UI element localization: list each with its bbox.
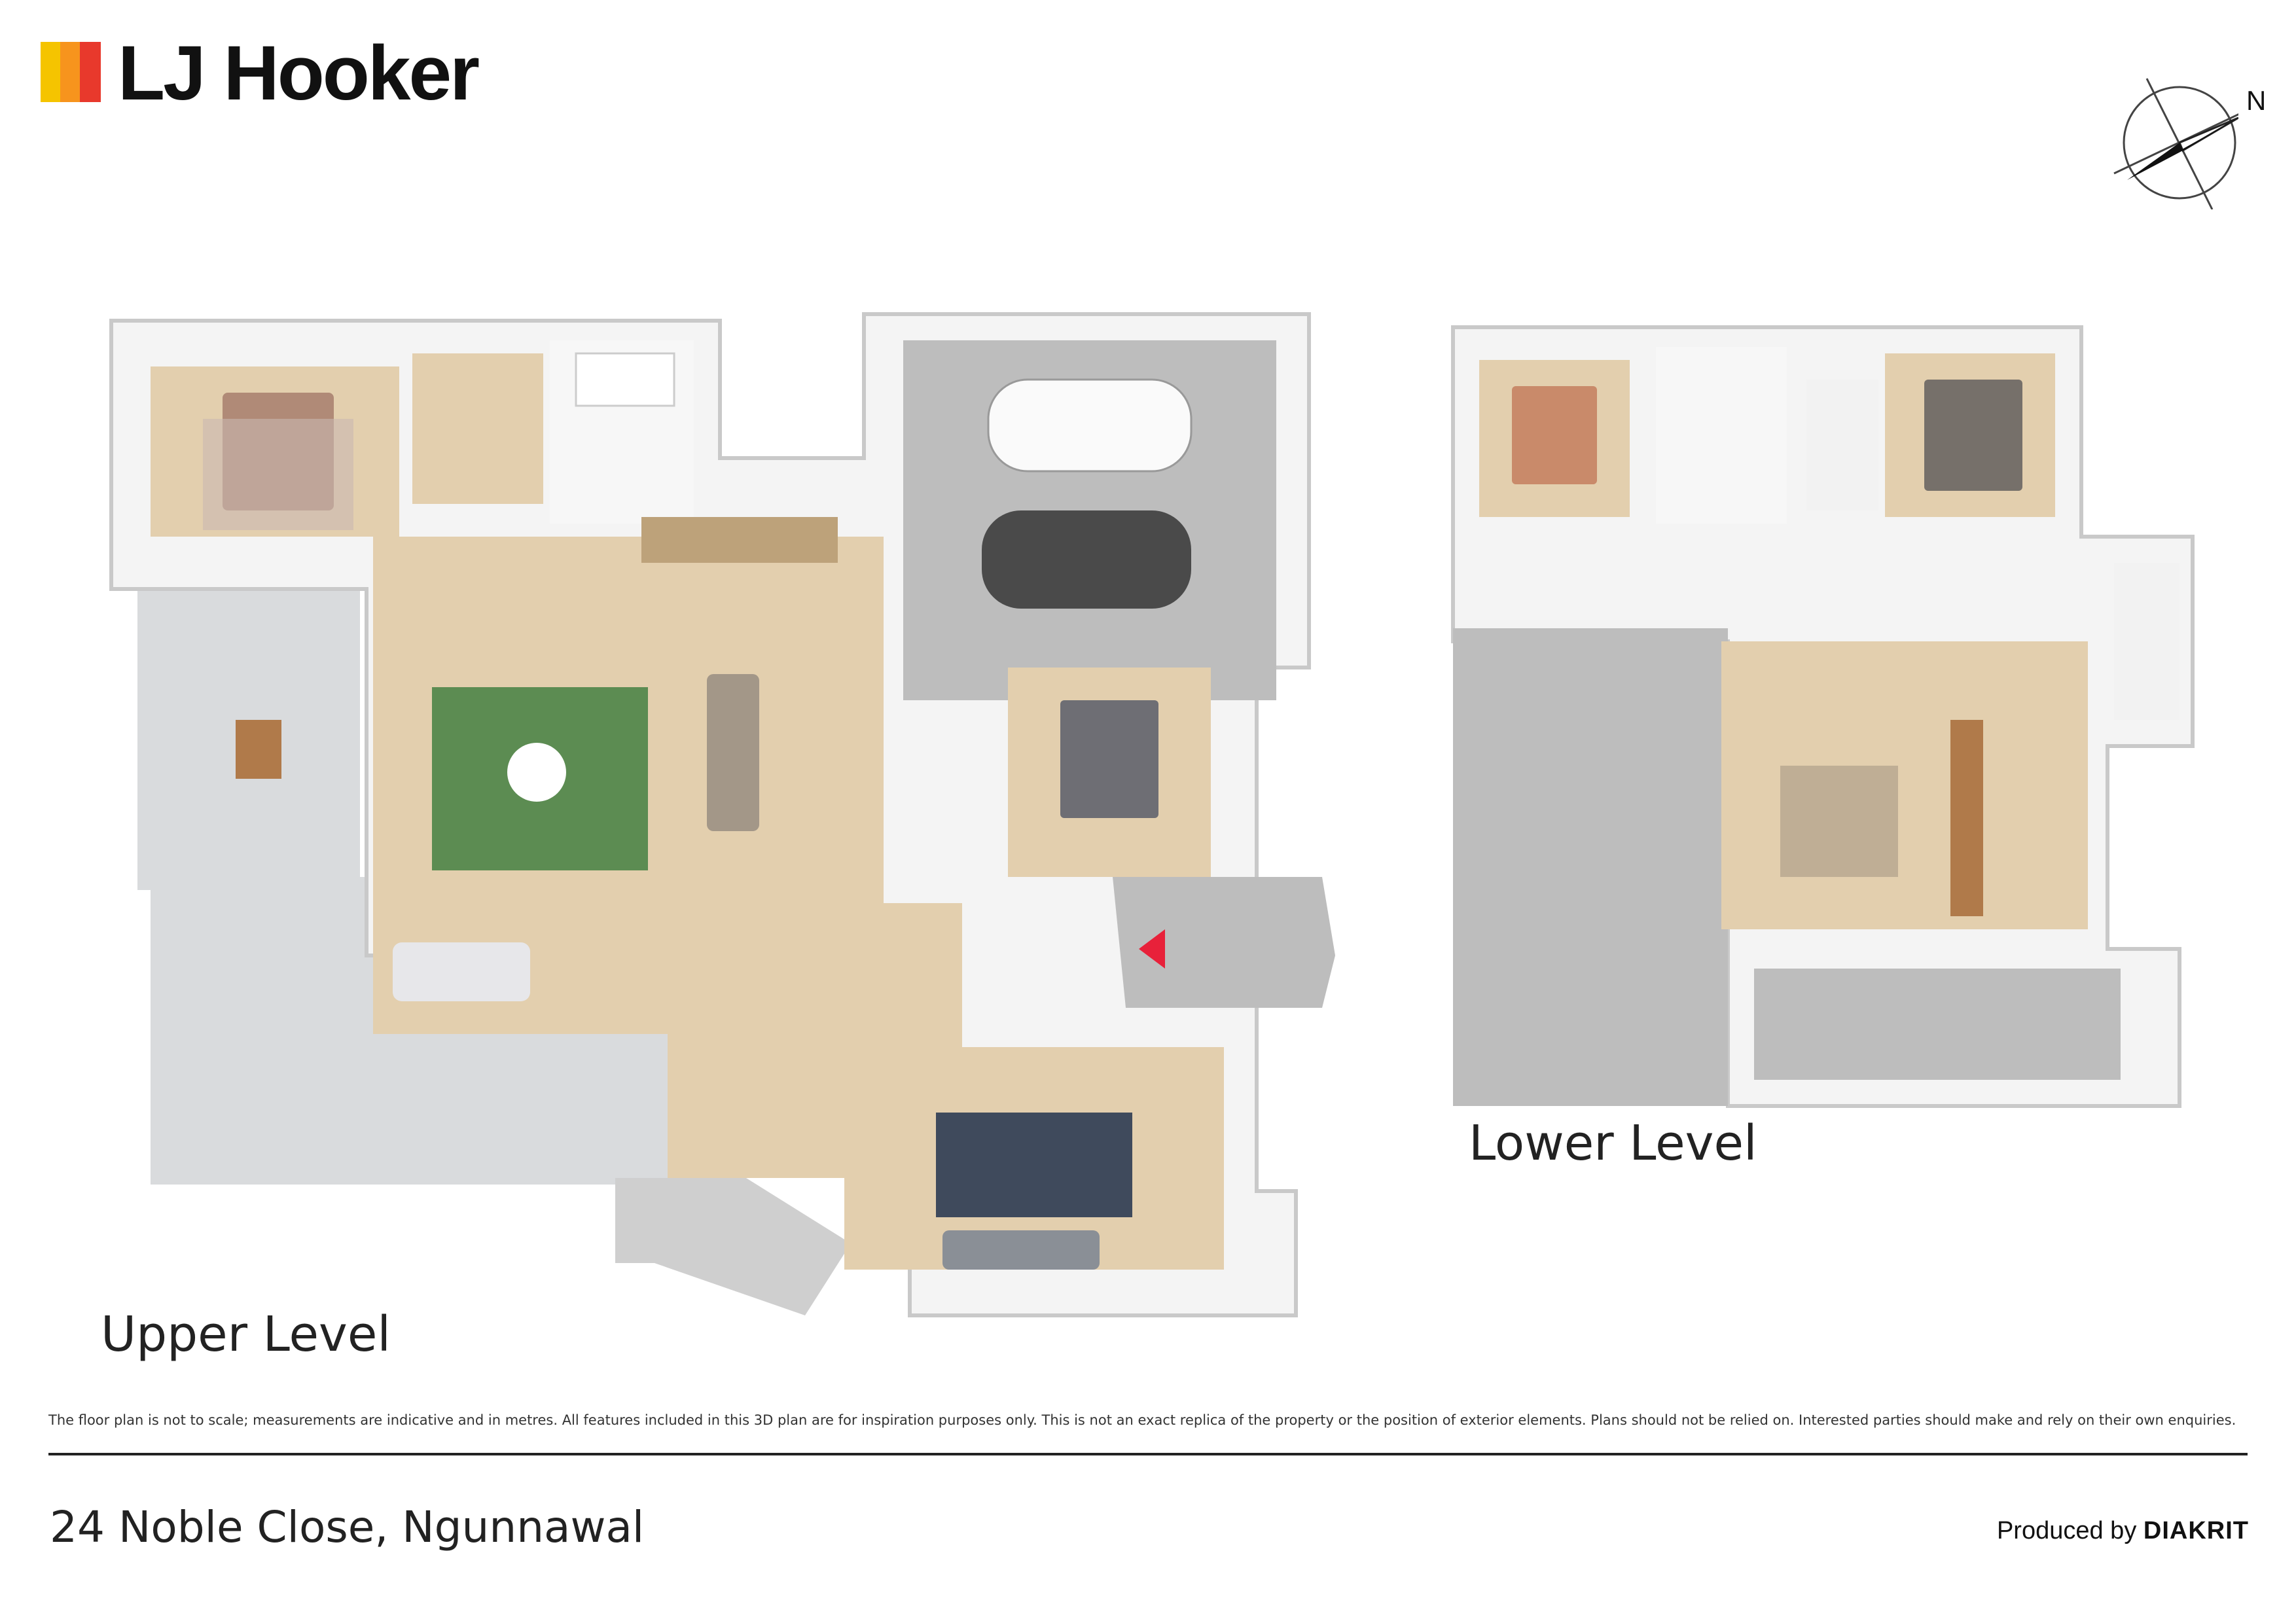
logo-bar-orange xyxy=(60,42,80,102)
car-white xyxy=(987,378,1193,473)
producer-credit: Produced by DIAKRIT xyxy=(1997,1517,2249,1545)
bedroom-2-bed xyxy=(1060,700,1158,818)
bathtub xyxy=(575,352,675,407)
logo-bar-red xyxy=(80,42,101,102)
entry-marker xyxy=(1139,929,1165,969)
lower-balcony xyxy=(1754,969,2121,1080)
rumpus-rug xyxy=(1780,766,1898,877)
bedroom-4-bed xyxy=(1924,380,2022,491)
lower-bathroom-floor xyxy=(1656,347,1787,524)
side-store-floor xyxy=(2114,563,2179,720)
study-desk xyxy=(1950,720,1983,916)
logo-bar-yellow xyxy=(41,42,60,102)
outdoor-sofa xyxy=(393,942,530,1001)
family-sofa xyxy=(942,1230,1100,1270)
master-rug xyxy=(203,419,353,530)
family-rug xyxy=(936,1113,1132,1217)
footer-divider xyxy=(48,1453,2248,1455)
island-bench xyxy=(707,674,759,831)
upper-level-plan xyxy=(109,312,1335,1317)
logo-color-bars xyxy=(41,42,101,102)
lower-level-label: Lower Level xyxy=(1469,1115,1757,1171)
property-address: 24 Noble Close, Ngunnawal xyxy=(50,1502,645,1552)
car-dark xyxy=(982,510,1191,609)
rumpus-floor xyxy=(1721,641,2088,929)
kitchen-bench xyxy=(641,517,838,563)
credit-brand: DIAKRIT xyxy=(2143,1517,2249,1544)
compass: N xyxy=(2108,72,2267,210)
disclaimer-text: The floor plan is not to scale; measurem… xyxy=(48,1412,2236,1428)
ramp xyxy=(615,1178,851,1315)
outdoor-dining-table xyxy=(236,720,281,779)
walk-in-robe-floor xyxy=(412,353,543,504)
compass-north-label: N xyxy=(2246,85,2267,116)
credit-prefix: Produced by xyxy=(1996,1517,2137,1544)
coffee-table xyxy=(507,743,566,802)
brand-name: LJ Hooker xyxy=(118,30,480,116)
bedroom-3-bed xyxy=(1512,386,1597,484)
lower-level-plan xyxy=(1451,325,2195,1108)
north-arrow-icon xyxy=(2113,78,2246,210)
entry-porch xyxy=(1113,877,1335,1008)
laundry-floor xyxy=(1806,380,1878,510)
subfloor-area xyxy=(1453,628,1728,1106)
upper-level-label: Upper Level xyxy=(101,1306,391,1363)
